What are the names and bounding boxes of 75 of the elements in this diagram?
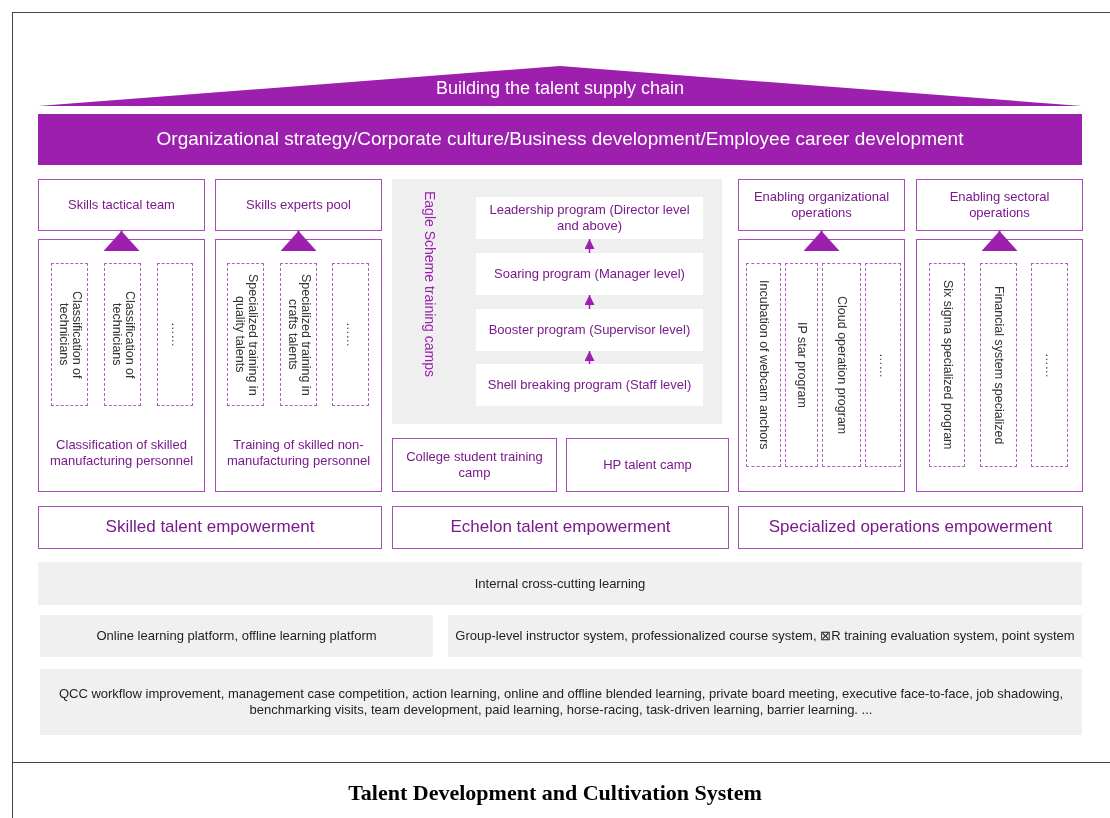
arrow: [803, 230, 840, 252]
box-label: Enabling organizational operations: [752, 188, 891, 222]
dashed-box: [929, 263, 965, 467]
box-label: Skills experts pool: [245, 196, 352, 215]
box-label: Group-level instructor system, professionalized course system, ⊠R training evaluation system, point system: [454, 627, 1076, 646]
outlined-box: [38, 179, 205, 231]
dashed-box: [785, 263, 818, 467]
program-box: [476, 364, 703, 406]
dashed-box: [51, 263, 88, 406]
dashed-box: [822, 263, 861, 467]
outlined-box: [392, 438, 557, 492]
outlined-box: [916, 239, 1083, 492]
box-label: Specialized training in crafts talents: [284, 272, 314, 398]
dashed-box: [157, 263, 193, 406]
box-label: Organizational strategy/Corporate culture/Business development/Employee career development: [155, 127, 965, 152]
dashed-box: [746, 263, 781, 467]
arrow: [584, 294, 595, 310]
box-label: Cloud operation program: [834, 294, 851, 437]
box-label: Online learning platform, offline learning platform: [95, 627, 378, 646]
outlined-box: [215, 179, 382, 231]
box-label: ……: [875, 351, 892, 380]
box-label: Leadership program (Director level and above): [488, 201, 691, 235]
dashed-box: [865, 263, 901, 467]
box-label: ……: [167, 321, 184, 349]
box-label: Internal cross-cutting learning: [473, 574, 647, 593]
arrow: [584, 238, 595, 254]
outlined-box: [38, 506, 382, 549]
box-label: ……: [1042, 351, 1059, 380]
box-label: QCC workflow improvement, management case competition, action learning, online and offline blended learning, private board meeting, executive face-to-face, job shadowing, benchmarking visits, team development, paid learning, horse-racing, task-driven learning, barrier learning. ...: [57, 685, 1065, 719]
dashed-box: [1031, 263, 1068, 467]
outlined-box: [738, 179, 905, 231]
dashed-box: [104, 263, 141, 406]
dashed-box: [980, 263, 1017, 467]
box-label: Skills tactical team: [67, 196, 176, 215]
caption: Talent Development and Cultivation System: [347, 780, 763, 806]
program-box: [476, 253, 703, 295]
training-camp-panel: [392, 179, 722, 424]
outlined-box: [916, 179, 1083, 231]
outlined-box: [738, 506, 1083, 549]
box-label: HP talent camp: [602, 456, 693, 475]
box-label: Training of skilled non-manufacturing personnel: [225, 436, 372, 470]
outlined-box: [392, 506, 729, 549]
arrow: [981, 230, 1018, 252]
box-label: Classification of technicians: [55, 289, 85, 381]
arrow: [103, 230, 140, 252]
box-label: Financial system specialized: [991, 284, 1008, 447]
dashed-box: [227, 263, 264, 406]
box-label: Incubation of webcam anchors: [756, 279, 773, 452]
box-label: ……: [343, 321, 360, 349]
box-label: Soaring program (Manager level): [493, 265, 686, 284]
box-label: Skilled talent empowerment: [104, 516, 316, 539]
program-box: [476, 197, 703, 239]
box-label: Specialized training in quality talents: [231, 272, 261, 398]
program-box: [476, 309, 703, 351]
panel-title: Eagle Scheme training camps: [421, 191, 440, 379]
banner-title: Building the talent supply chain: [434, 77, 686, 101]
box-label: Classification of technicians: [108, 289, 138, 381]
outlined-box: [215, 239, 382, 492]
dashed-box: [332, 263, 369, 406]
dashed-box: [280, 263, 317, 406]
box-label: Specialized operations empowerment: [767, 516, 1054, 539]
box-label: Booster program (Supervisor level): [487, 321, 692, 340]
box-label: College student training camp: [405, 448, 544, 482]
outlined-box: [38, 239, 205, 492]
outlined-box: [566, 438, 729, 492]
box-label: Enabling sectoral operations: [948, 188, 1051, 222]
arrow: [280, 230, 317, 252]
box-label: Classification of skilled manufacturing personnel: [48, 436, 195, 470]
box-label: Shell breaking program (Staff level): [486, 376, 693, 395]
arrow: [584, 350, 595, 365]
box-label: Six sigma specialized program: [939, 279, 956, 452]
strategy-band: [38, 114, 1082, 165]
box-label: IP star program: [794, 321, 811, 410]
box-label: Echelon talent empowerment: [449, 516, 672, 539]
outlined-box: [738, 239, 905, 492]
